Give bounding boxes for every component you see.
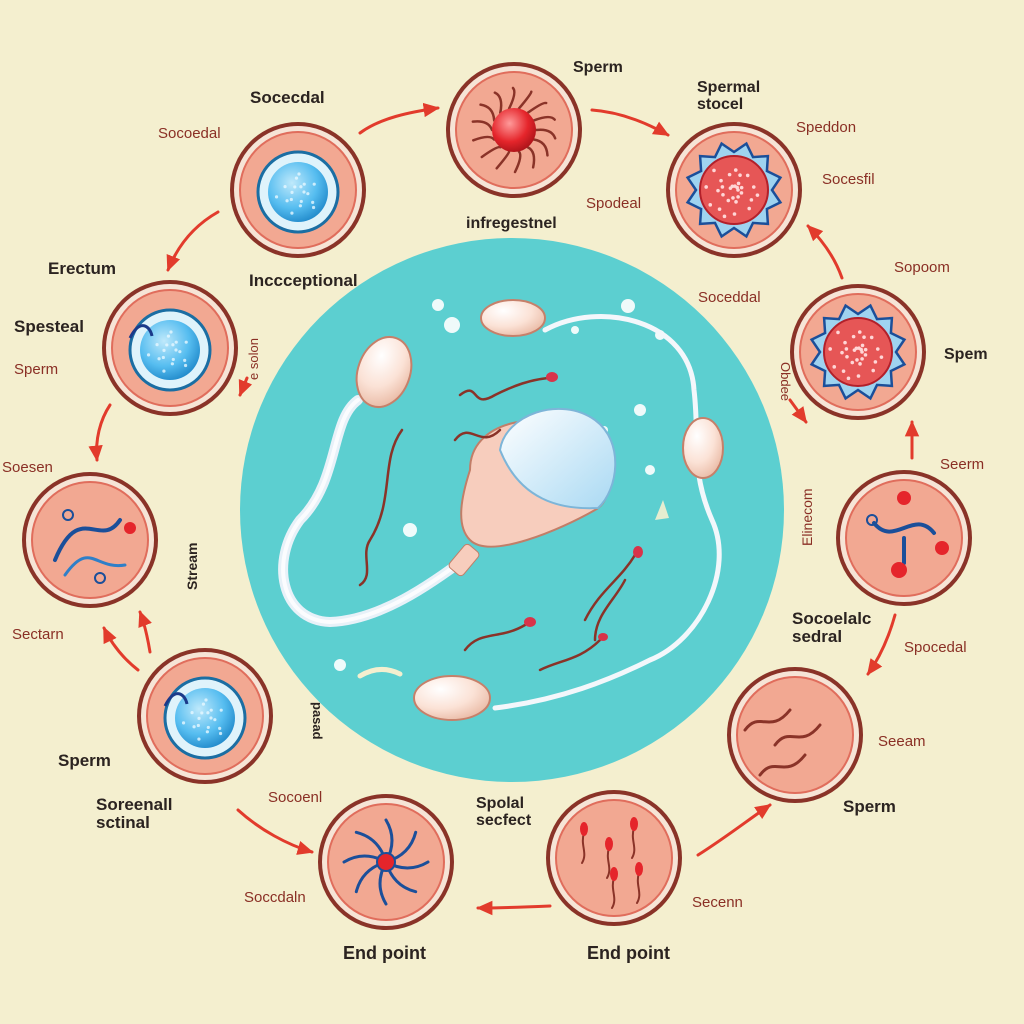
arrow-10	[138, 610, 152, 654]
label-spodeal: Spodeal	[586, 195, 642, 212]
label-spem-right: Spem	[944, 346, 988, 363]
label-soceddal: Soceddal	[698, 289, 761, 306]
label-stream: Stream	[184, 542, 200, 590]
label-soccdaln: Soccdaln	[244, 889, 306, 906]
label-spesteal: Spesteal	[14, 317, 84, 336]
label-socoedal-left: Socoedal	[158, 125, 221, 142]
label-inccceptional: Inccceptional	[249, 271, 358, 290]
label-sopoom: Sopoom	[894, 259, 950, 276]
stage-squiggle-left	[22, 472, 158, 608]
label-speddon: Speddon	[796, 119, 857, 136]
stage-star-bottom	[318, 794, 454, 930]
label-sperm-lowleft: Sperm	[58, 751, 111, 770]
stage-sperm-bottom	[546, 790, 682, 926]
arrow-2	[590, 108, 670, 137]
arrow-3	[166, 210, 220, 272]
stage-egg-top-left	[230, 122, 366, 258]
stage-coral-right	[790, 284, 926, 420]
label-soesen: Soesen	[2, 459, 53, 476]
label-sperm-left: Sperm	[14, 361, 59, 378]
label-secenn: Secenn	[692, 894, 743, 911]
arrow-14	[476, 900, 552, 916]
label-elinecom: Elinecom	[799, 488, 815, 546]
label-socesfil: Socesfil	[822, 171, 875, 188]
stage-egg-lower-left	[137, 648, 273, 784]
label-obdee: Obdee	[778, 362, 793, 402]
label-e-solon: e solon	[246, 338, 261, 380]
arrow-1	[358, 102, 440, 135]
label-end-point-left: End point	[343, 943, 426, 963]
label-seeam: Seeam	[878, 733, 926, 750]
label-spolal-secfect: Spolal secfect	[476, 795, 532, 829]
label-soreenall-sctinal: Soreenall sctinal	[96, 795, 173, 832]
label-end-point-right: End point	[587, 943, 670, 963]
label-socoenl: Socoenl	[268, 789, 323, 806]
label-spocedal: Spocedal	[904, 639, 967, 656]
arrow-9	[102, 626, 140, 672]
label-socecdal-top: Socecdal	[250, 88, 325, 107]
stage-coral-top-right	[666, 122, 802, 258]
arrow-7	[788, 398, 808, 424]
stage-sun-nucleus	[446, 62, 582, 198]
label-pasad: pasad	[310, 702, 325, 740]
label-spermal-stocel: Spermal stocel	[697, 79, 761, 113]
label-erectum: Erectum	[48, 259, 117, 278]
arrow-11	[866, 613, 897, 676]
label-sectarn: Sectarn	[12, 626, 64, 643]
center-sperm-illustration	[240, 238, 784, 782]
label-seerm: Seerm	[940, 456, 985, 473]
stage-egg-left	[102, 280, 238, 416]
label-sperm-top: Sperm	[573, 59, 623, 76]
arrow-12	[236, 808, 314, 855]
label-socoelalc-sedral: Socoelalc sedral	[792, 609, 872, 646]
arrow-6	[238, 376, 253, 397]
cycle-arrows	[88, 102, 920, 916]
arrow-13	[696, 803, 772, 857]
arrow-4	[806, 224, 844, 280]
stage-dots-right	[836, 470, 972, 606]
arrow-5	[88, 403, 112, 462]
stage-worms-lower-right	[727, 667, 863, 803]
label-sperm-lowright: Sperm	[843, 797, 896, 816]
label-infregestnel: infregestnel	[466, 215, 557, 232]
